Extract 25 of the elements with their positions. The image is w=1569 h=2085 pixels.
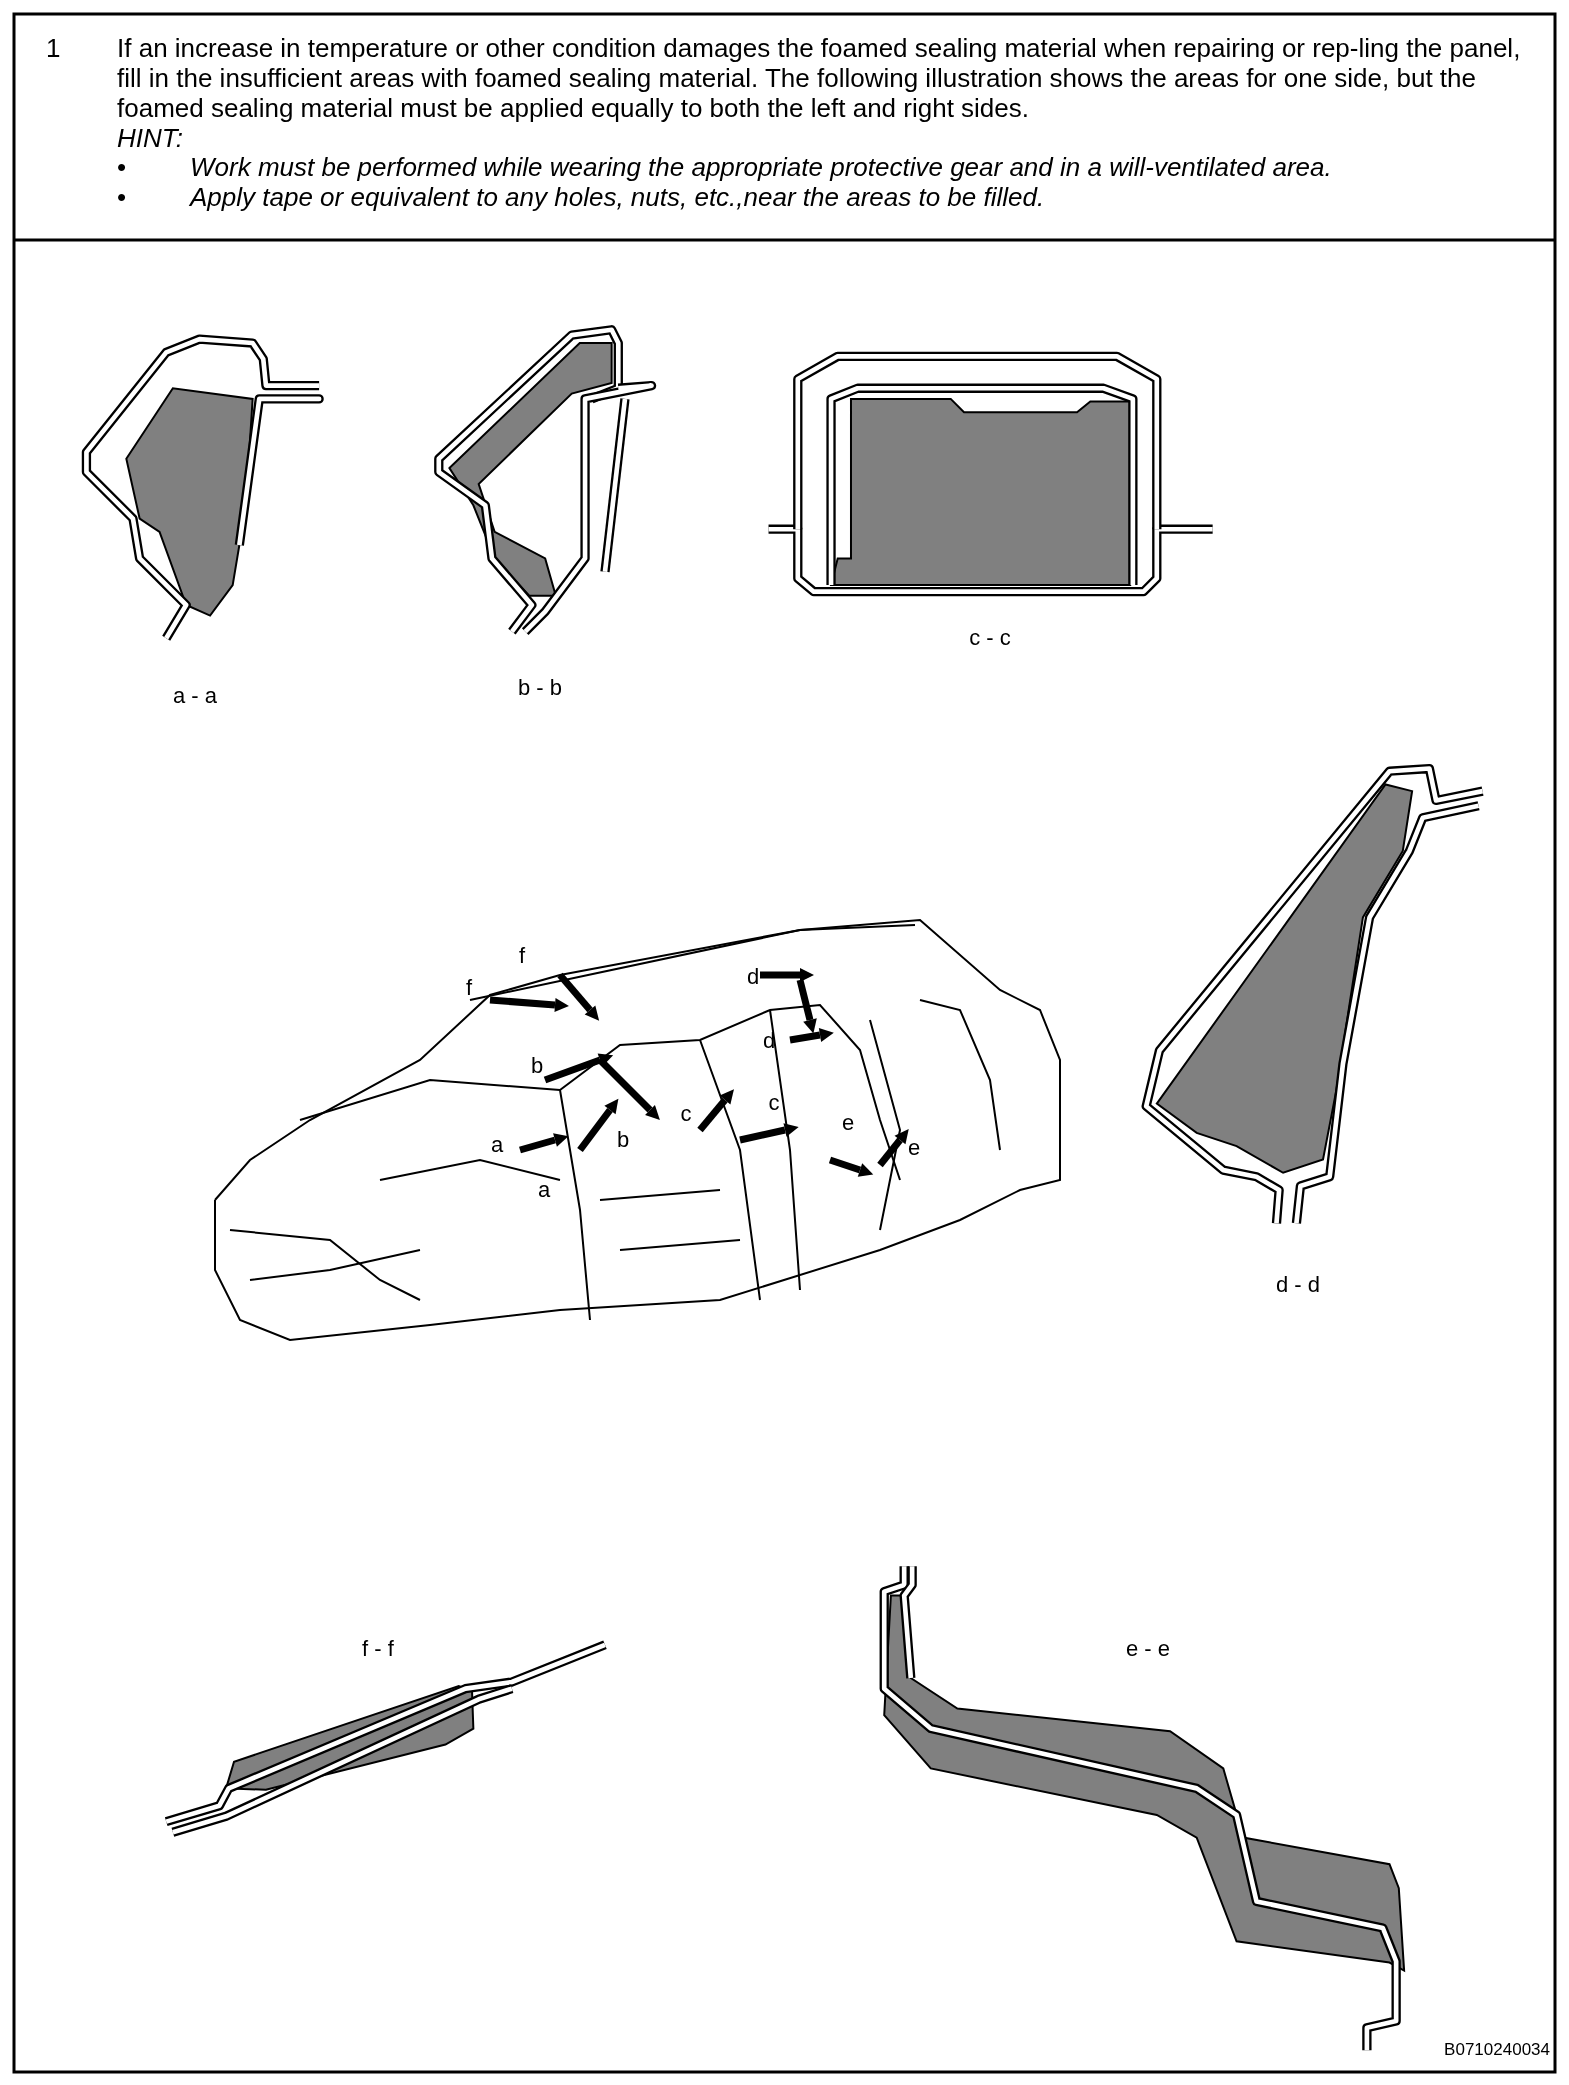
section-mark: e: [840, 1110, 856, 1136]
figure-code: B0710240034: [1443, 2040, 1550, 2060]
hint-heading: HINT:: [117, 124, 184, 154]
hint-item: Work must be performed while wearing the appropriate protective gear and in a will-ventilated area.: [190, 153, 1333, 183]
section-mark: e: [906, 1135, 922, 1161]
section-label: a - a: [172, 683, 218, 709]
section-label: c - c: [968, 625, 1012, 651]
section-mark: a: [489, 1132, 505, 1158]
section-mark: d: [745, 964, 761, 990]
section-mark: a: [536, 1177, 552, 1203]
step-number: 1: [46, 34, 62, 64]
hint-item: Apply tape or equivalent to any holes, nuts, etc.,near the areas to be filled.: [190, 183, 1046, 213]
section-mark: c: [679, 1101, 693, 1127]
section-label: f - f: [361, 1636, 395, 1662]
bullet-mark: •: [117, 153, 128, 183]
section-label: d - d: [1275, 1272, 1321, 1298]
section-mark: c: [767, 1090, 781, 1116]
section-mark: f: [464, 975, 474, 1001]
instruction-text: If an increase in temperature or other condition damages the foamed sealing material when repairing or rep-ling the panel, fill in the insufficient areas with foamed sealing material. The following illustration shows the areas for one side, but the foamed sealing material must be applied equally to both the left and right sides.: [117, 34, 1522, 124]
section-label: b - b: [517, 675, 563, 701]
section-label: e - e: [1125, 1636, 1171, 1662]
section-mark: b: [529, 1053, 545, 1079]
section-mark: f: [517, 943, 527, 969]
section-mark: b: [615, 1127, 631, 1153]
bullet-mark: •: [117, 183, 128, 213]
